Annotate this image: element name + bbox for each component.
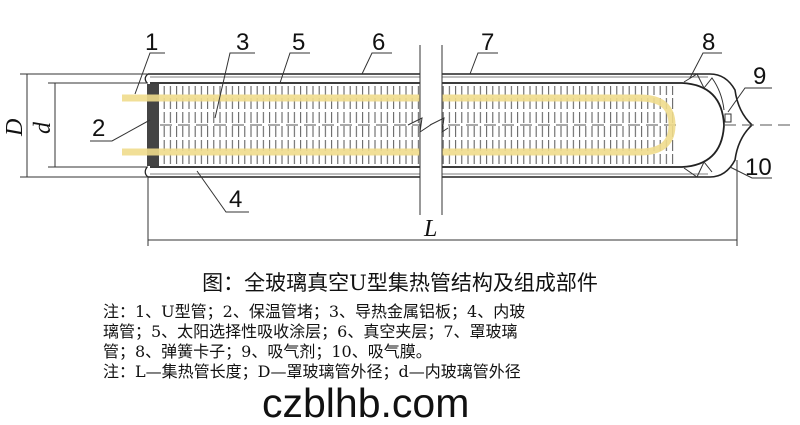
watermark: czblhb.com <box>262 380 470 425</box>
note-line: 管；8、弹簧卡子；9、吸气剂；10、吸气膜。 <box>103 342 432 361</box>
dimension-label-L: L <box>423 216 437 242</box>
figure-notes: 注：1、U型管；2、保温管堵；3、导热金属铝板；4、内玻 璃管；5、太阳选择性吸… <box>103 302 695 382</box>
part-label-10: 10 <box>745 154 772 181</box>
dimension-lines <box>20 73 738 246</box>
part-label-6: 6 <box>372 29 385 56</box>
dimension-label-D: D <box>2 119 28 137</box>
part-label-1: 1 <box>145 29 158 56</box>
part-label-9: 9 <box>753 63 766 90</box>
note-line: 注：L—集热管长度；D—罩玻璃管外径；d—内玻璃管外径 <box>103 362 521 381</box>
note-line: 注：1、U型管；2、保温管堵；3、导热金属铝板；4、内玻 <box>103 302 526 321</box>
spring-clip <box>683 73 725 178</box>
part-label-5: 5 <box>292 29 305 56</box>
figure-title: 图：全玻璃真空U型集热管结构及组成部件 <box>202 271 598 295</box>
u-tube <box>122 94 676 156</box>
part-label-7: 7 <box>481 29 494 56</box>
part-label-2: 2 <box>92 115 105 142</box>
leader-lines <box>90 52 772 213</box>
part-label-3: 3 <box>236 29 249 56</box>
tube-diagram: D d L 1 2 3 4 5 6 7 8 9 10 <box>2 29 790 246</box>
insulation-plug <box>147 84 159 166</box>
getter <box>724 113 732 123</box>
note-line: 璃管；5、太阳选择性吸收涂层；6、真空夹层；7、罩玻璃 <box>103 322 518 341</box>
part-label-8: 8 <box>702 29 715 56</box>
dimension-label-d: d <box>30 121 56 134</box>
part-label-4: 4 <box>229 186 242 213</box>
